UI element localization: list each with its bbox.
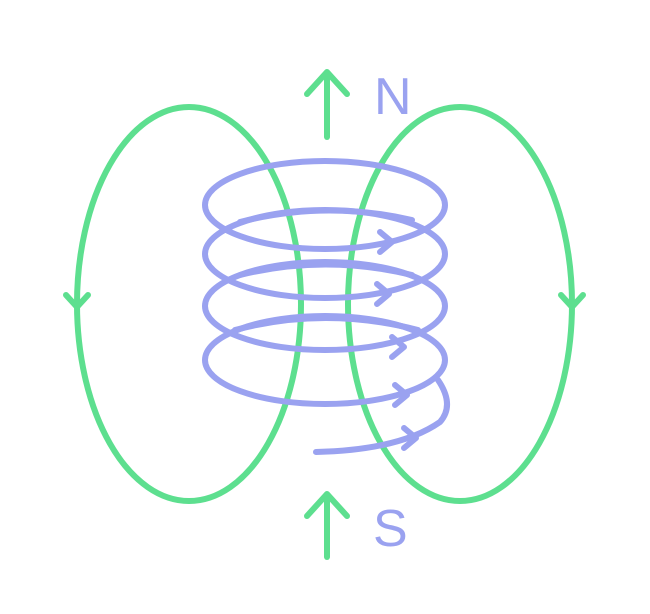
coil-direction-chevron-icon-5 (401, 425, 419, 451)
coil-direction-chevron-icon-4 (392, 382, 410, 408)
north-field-arrow-icon (304, 69, 350, 140)
south-pole-label: S (373, 500, 408, 558)
coil-inner-arc-2 (237, 261, 415, 278)
left-loop-direction-chevron-icon (63, 292, 91, 310)
coil-inner-arc-1 (237, 207, 415, 225)
coil-direction-chevron-icon-2 (374, 281, 392, 307)
field-lines (63, 104, 586, 504)
coil-turn-1 (202, 158, 448, 252)
solenoid-coil (202, 158, 450, 455)
north-pole-label: N (374, 68, 412, 126)
right-loop-direction-chevron-icon (558, 292, 586, 310)
south-field-arrow-icon (304, 491, 350, 560)
coil-bottom-lead (313, 377, 450, 455)
coil-inner-arc-3 (232, 315, 421, 333)
coil-direction-chevron-icon-3 (389, 334, 407, 360)
coil-direction-chevron-icon-1 (377, 229, 395, 255)
